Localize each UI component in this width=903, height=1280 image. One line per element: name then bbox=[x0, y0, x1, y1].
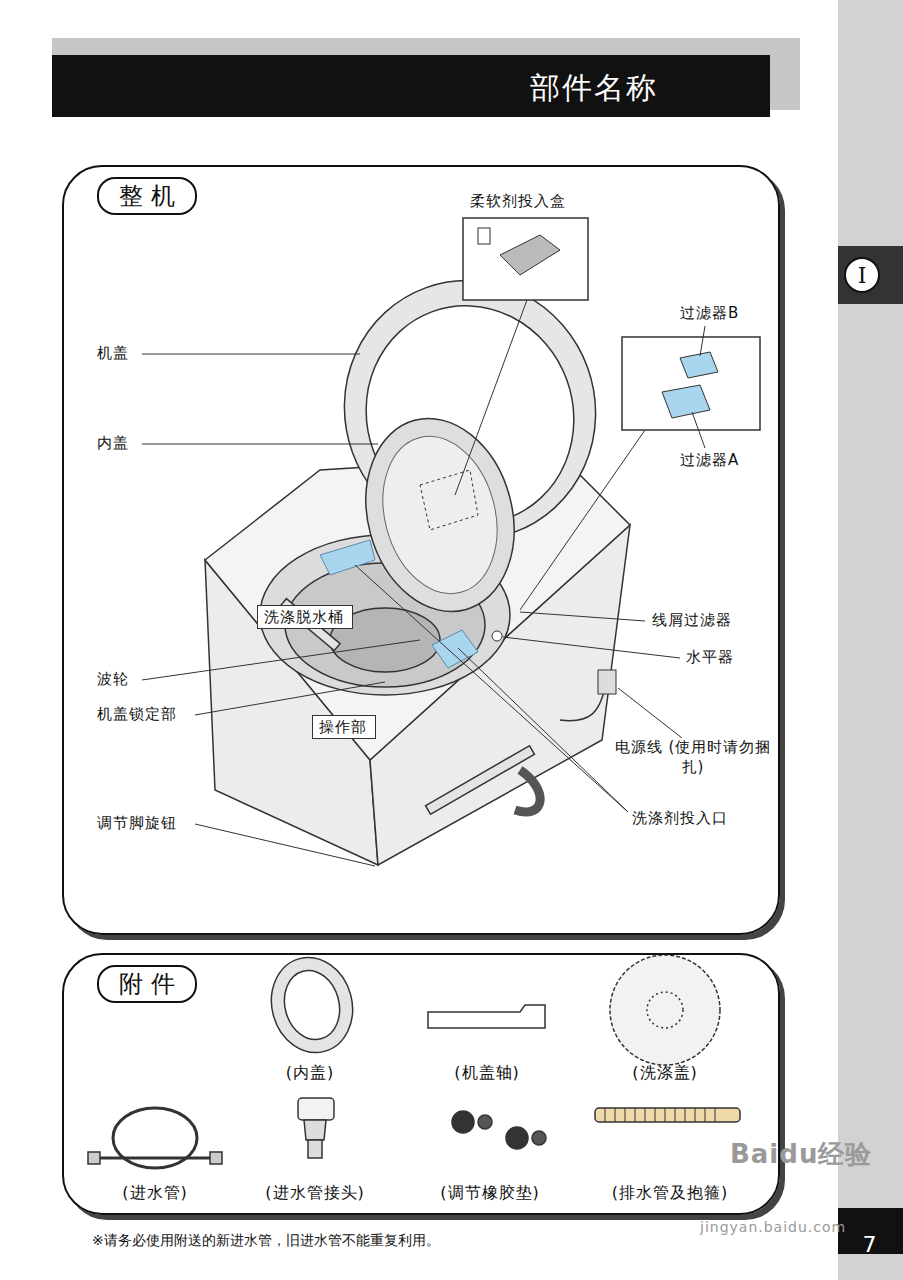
softener-inset bbox=[463, 218, 588, 300]
chapter-tab bbox=[838, 246, 903, 304]
side-strip bbox=[838, 0, 903, 1280]
watermark: Baidu经验 bbox=[730, 1138, 872, 1172]
section-heading: 整 机 bbox=[97, 177, 197, 215]
part-label: 调节脚旋钮 bbox=[97, 814, 177, 834]
part-tag-box: 操作部 bbox=[312, 715, 376, 739]
part-label: 柔软剂投入盒 bbox=[470, 192, 566, 212]
drain-hose bbox=[515, 770, 540, 812]
part-label: 电源线 (使用时请勿捆扎) bbox=[608, 738, 778, 777]
level-gauge bbox=[492, 631, 502, 641]
part-label: 水平器 bbox=[686, 648, 734, 668]
part-label: 线屑过滤器 bbox=[652, 611, 732, 631]
power-cord bbox=[560, 690, 605, 721]
page-number: 7 bbox=[863, 1231, 878, 1260]
accessory-label: (进水管接头) bbox=[265, 1183, 364, 1204]
page-title: 部件名称 bbox=[530, 68, 658, 107]
part-name: 洗涤脱水桶 bbox=[264, 608, 344, 626]
filter-inset bbox=[622, 337, 760, 430]
plug bbox=[598, 670, 616, 694]
accessory-label: (内盖) bbox=[286, 1063, 334, 1084]
leader-lines bbox=[142, 300, 705, 866]
accessory-label: (机盖轴) bbox=[454, 1063, 519, 1084]
part-label: 机盖锁定部 bbox=[97, 705, 177, 725]
watermark-url: jingyan.baidu.com bbox=[700, 1218, 846, 1236]
chapter-circle: I bbox=[844, 257, 880, 293]
footnote: ※请务必使用附送的新进水管，旧进水管不能重复利用。 bbox=[92, 1231, 440, 1249]
accessories bbox=[88, 948, 740, 1168]
accessory-label: (调节橡胶垫) bbox=[440, 1183, 539, 1204]
part-label: 机盖 bbox=[97, 344, 129, 364]
part-name: 操作部 bbox=[319, 718, 367, 736]
part-label: 洗涤剂投入口 bbox=[632, 809, 728, 829]
accessory-label: (排水管及抱箍) bbox=[612, 1183, 728, 1204]
inner-lid bbox=[345, 402, 535, 629]
part-tag-box: 洗涤脱水桶 bbox=[257, 605, 353, 629]
part-label: 内盖 bbox=[97, 434, 129, 454]
accessory-label: (洗涤盖) bbox=[632, 1063, 697, 1084]
accessory-label: (进水管) bbox=[122, 1183, 187, 1204]
section-panel: 附 件 bbox=[62, 953, 780, 1215]
chapter-number: I bbox=[858, 263, 867, 288]
part-label: 波轮 bbox=[97, 670, 129, 690]
section-heading: 附 件 bbox=[97, 965, 197, 1003]
part-label: 过滤器A bbox=[680, 451, 739, 471]
title-band bbox=[52, 55, 770, 117]
part-label: 过滤器B bbox=[680, 304, 739, 324]
